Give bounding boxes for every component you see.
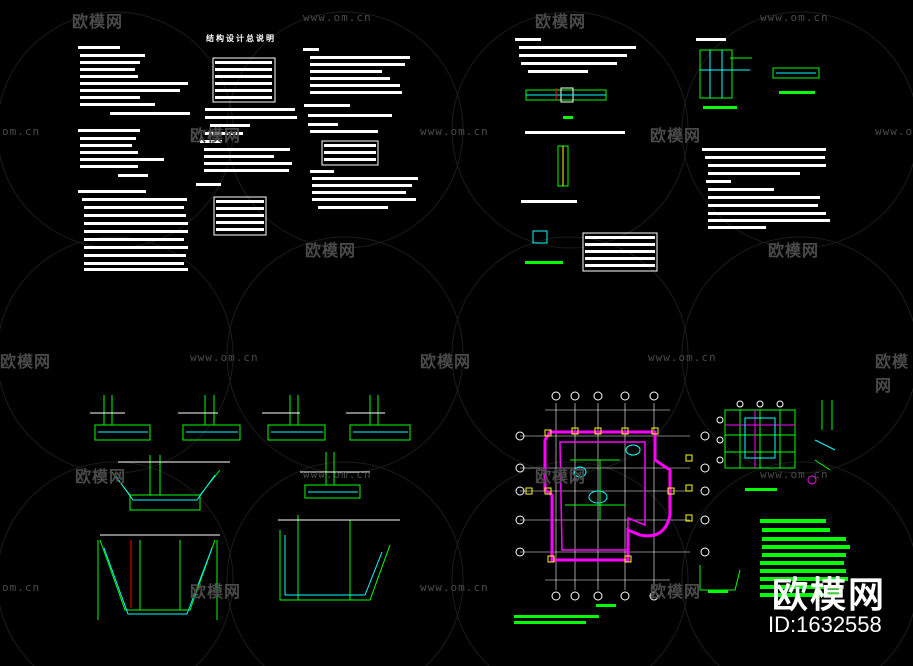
watermark-logo: 欧模网 xyxy=(650,582,702,601)
watermark-logo: 欧模网 xyxy=(768,241,820,260)
watermark-url: www.om.cn xyxy=(190,351,259,364)
watermark-url: www.om.cn xyxy=(303,11,372,24)
watermark-logo: 欧模网 xyxy=(650,126,702,145)
watermark-url: www.om.cn xyxy=(303,468,372,481)
watermark-logo: 欧模网 xyxy=(190,126,242,145)
model-id-label: ID:1632558 xyxy=(768,612,882,637)
sheet-structural-notes xyxy=(78,46,418,271)
watermark-logo: 欧模网 xyxy=(305,241,357,260)
watermark-logo: 欧模网 xyxy=(190,582,242,601)
sheet-notes-title: 结构设计总说明 xyxy=(206,33,276,43)
watermark-url: www.om.cn xyxy=(420,581,489,594)
watermark-url: www.om.cn xyxy=(420,125,489,138)
watermark-url: www.om.cn xyxy=(648,351,717,364)
watermark-url: www.om.cn xyxy=(760,468,829,481)
watermark-url: om.cn xyxy=(2,125,41,138)
sheet-details xyxy=(515,38,830,272)
watermark-logo: 欧模网 xyxy=(72,12,124,31)
watermark-url: www.om.cn xyxy=(760,11,829,24)
watermark-logo: 欧模网 xyxy=(0,352,52,371)
watermark-logo: 欧模网 xyxy=(75,467,127,486)
watermark-circles xyxy=(0,11,913,666)
watermark-url: www.om.cn xyxy=(875,125,913,138)
watermark-logo: 欧模网 xyxy=(535,467,587,486)
watermark-logo: 欧模网 xyxy=(420,352,472,371)
sheet-foundation-sections xyxy=(90,395,411,620)
watermark-logo: 欧模网 xyxy=(875,352,910,395)
watermark-logo: 欧模网 xyxy=(535,12,587,31)
sheet-foundation-plan xyxy=(514,391,850,624)
brand-logo: 欧模网 xyxy=(772,575,887,616)
watermark-url: om.cn xyxy=(2,581,41,594)
